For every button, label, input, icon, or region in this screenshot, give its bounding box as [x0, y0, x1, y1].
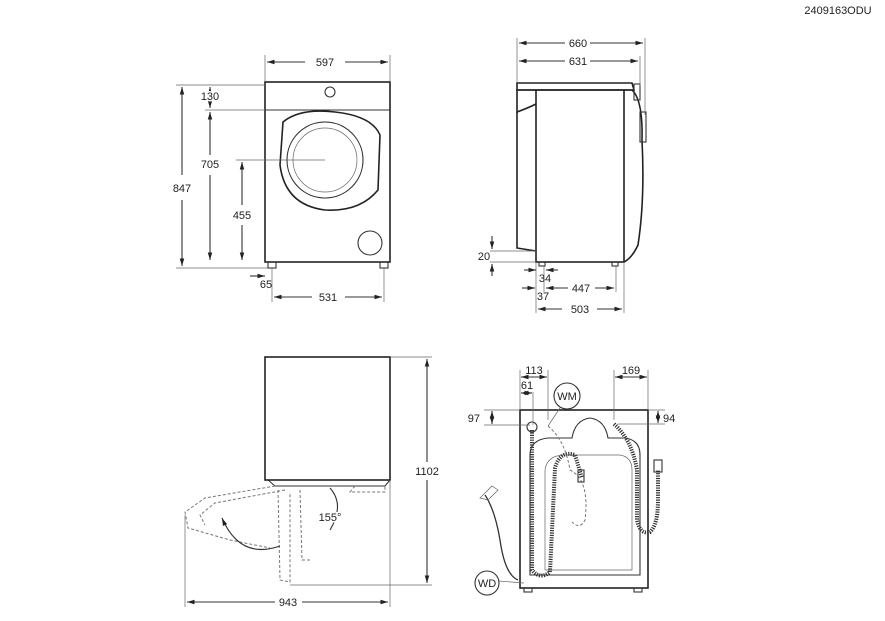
drawing-code: 2409163ODU [804, 5, 871, 17]
dim-height-total: 847 [173, 183, 191, 195]
rear-view: WM WD 113 61 169 97 94 [468, 365, 675, 596]
dim-depth-open: 943 [279, 597, 297, 609]
dim-top-offset: 130 [201, 91, 219, 103]
dim-foot-span: 531 [319, 292, 337, 304]
dim-foot-offset-b: 37 [537, 291, 549, 303]
dim-base-depth: 503 [571, 304, 589, 316]
dim-width: 597 [316, 57, 334, 69]
door-open-view: 155° 1102 943 [184, 356, 439, 609]
dim-foot-span: 447 [572, 283, 590, 295]
dim-base-gap: 20 [478, 251, 490, 263]
side-view: 660 631 20 34 37 447 503 [478, 38, 647, 316]
dim-inlet-offset: 61 [521, 380, 533, 392]
dim-right-offset: 169 [622, 365, 640, 377]
front-view: 597 847 130 705 455 65 531 [173, 55, 391, 304]
dim-right-height: 94 [663, 413, 675, 425]
dim-door-angle: 155° [319, 512, 342, 524]
dim-height-open: 1102 [415, 466, 439, 478]
dim-foot-offset: 65 [260, 279, 272, 291]
wm-label: WM [557, 391, 577, 403]
dim-left-height: 97 [468, 413, 480, 425]
dim-door-center: 455 [233, 210, 251, 222]
dim-drain-offset: 113 [525, 365, 543, 377]
wd-label: WD [478, 578, 496, 590]
dim-foot-offset-a: 34 [539, 273, 551, 285]
dim-door-height: 705 [201, 159, 219, 171]
dim-depth-body: 631 [569, 56, 587, 68]
dim-depth-total: 660 [569, 38, 587, 50]
